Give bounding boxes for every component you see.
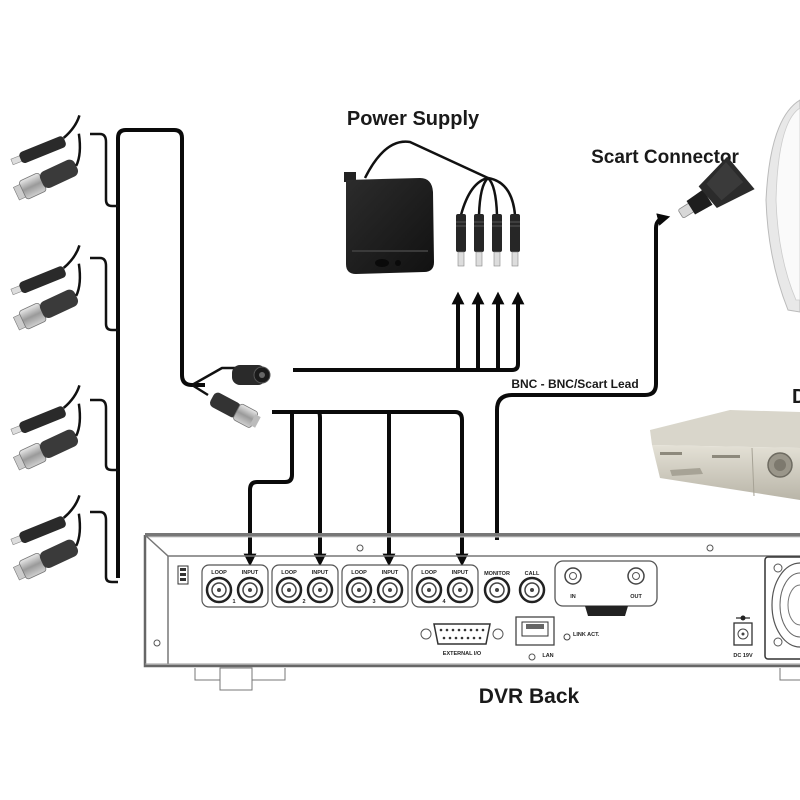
dc-power-jack[interactable]: DC 19V bbox=[733, 615, 753, 660]
loop-label: LOOP bbox=[421, 570, 437, 576]
dc-male-plug bbox=[10, 114, 81, 166]
audio-in-label: IN bbox=[570, 594, 576, 600]
tv-monitor-partial bbox=[765, 99, 800, 313]
bnc-male-plug bbox=[13, 133, 82, 201]
monitor-label: MONITOR bbox=[484, 571, 510, 577]
camera-cable-end bbox=[10, 384, 82, 471]
dc-male-plug bbox=[10, 384, 81, 436]
scart-connector bbox=[678, 156, 755, 219]
dc-label: DC 19V bbox=[733, 653, 753, 659]
dvr-front-unit bbox=[650, 410, 800, 500]
camera-cable-end bbox=[10, 244, 82, 331]
channel-group-1: LOOP INPUT 1 bbox=[201, 564, 269, 608]
power-plug bbox=[492, 214, 502, 267]
external-io-label: EXTERNAL I/O bbox=[443, 651, 482, 657]
channel-group-4: LOOP INPUT 4 bbox=[411, 564, 479, 608]
channel-group-2: LOOP INPUT 2 bbox=[271, 564, 339, 608]
power-distribution-wires bbox=[293, 291, 525, 372]
power-supply bbox=[344, 140, 517, 274]
camera-cable-end bbox=[10, 114, 82, 201]
camera-cable-bundle bbox=[90, 128, 205, 584]
bnc-male-plug bbox=[13, 403, 82, 471]
link-act-led: LINK ACT. bbox=[563, 632, 600, 641]
bnc-male-plug bbox=[13, 513, 82, 581]
loop-label: LOOP bbox=[351, 570, 367, 576]
external-io-port[interactable]: EXTERNAL I/O bbox=[420, 623, 504, 657]
power-plug bbox=[456, 214, 466, 267]
bnc-male-plug bbox=[210, 392, 241, 418]
call-output[interactable]: CALL bbox=[518, 571, 546, 604]
audio-in-port[interactable]: IN bbox=[564, 567, 582, 600]
bnc-male-plug bbox=[13, 263, 82, 331]
channel-3-loop-port[interactable]: LOOP bbox=[345, 570, 373, 604]
audio-io-group: IN OUT bbox=[554, 560, 658, 616]
dc-male-plug bbox=[10, 494, 81, 546]
monitor-output[interactable]: MONITOR bbox=[483, 571, 511, 604]
lan-label: LAN bbox=[542, 653, 553, 659]
camera-cable-end bbox=[10, 494, 82, 581]
power-plug bbox=[510, 214, 520, 267]
input-label: INPUT bbox=[242, 570, 259, 576]
dvr-back-label: DVR Back bbox=[479, 685, 580, 708]
channel-2-input-port[interactable]: INPUT bbox=[306, 570, 334, 604]
lan-port[interactable]: LAN bbox=[515, 616, 555, 659]
channel-1-loop-port[interactable]: LOOP bbox=[205, 570, 233, 604]
fan-grille bbox=[764, 556, 800, 660]
channel-number: 3 bbox=[372, 599, 375, 605]
power-plug bbox=[474, 214, 484, 267]
scart-lead-wire bbox=[495, 213, 671, 540]
input-label: INPUT bbox=[312, 570, 329, 576]
channel-4-input-port[interactable]: INPUT bbox=[446, 570, 474, 604]
loop-label: LOOP bbox=[281, 570, 297, 576]
loop-label: LOOP bbox=[211, 570, 227, 576]
channel-4-loop-port[interactable]: LOOP bbox=[415, 570, 443, 604]
audio-out-port[interactable]: OUT bbox=[627, 567, 645, 600]
audio-out-label: OUT bbox=[630, 594, 642, 600]
power-adapter-brick bbox=[346, 178, 434, 274]
splitter-end bbox=[191, 365, 271, 428]
input-label: INPUT bbox=[382, 570, 399, 576]
channel-number: 1 bbox=[232, 599, 235, 605]
power-supply-label: Power Supply bbox=[347, 108, 480, 130]
dvr-front-label: D bbox=[792, 386, 800, 408]
input-label: INPUT bbox=[452, 570, 469, 576]
dvr-back-panel bbox=[143, 533, 800, 691]
dc-male-plug bbox=[10, 244, 81, 296]
video-input-wires bbox=[243, 410, 469, 567]
channel-group-3: LOOP INPUT 3 bbox=[341, 564, 409, 608]
channel-1-input-port[interactable]: INPUT bbox=[236, 570, 264, 604]
channel-2-loop-port[interactable]: LOOP bbox=[275, 570, 303, 604]
bnc-scart-lead-label: BNC - BNC/Scart Lead bbox=[511, 377, 638, 391]
scart-connector-label: Scart Connector bbox=[591, 147, 739, 168]
call-label: CALL bbox=[525, 571, 540, 577]
link-act-label: LINK ACT. bbox=[573, 632, 600, 638]
channel-number: 4 bbox=[442, 599, 446, 605]
channel-number: 2 bbox=[302, 599, 305, 605]
channel-3-input-port[interactable]: INPUT bbox=[376, 570, 404, 604]
